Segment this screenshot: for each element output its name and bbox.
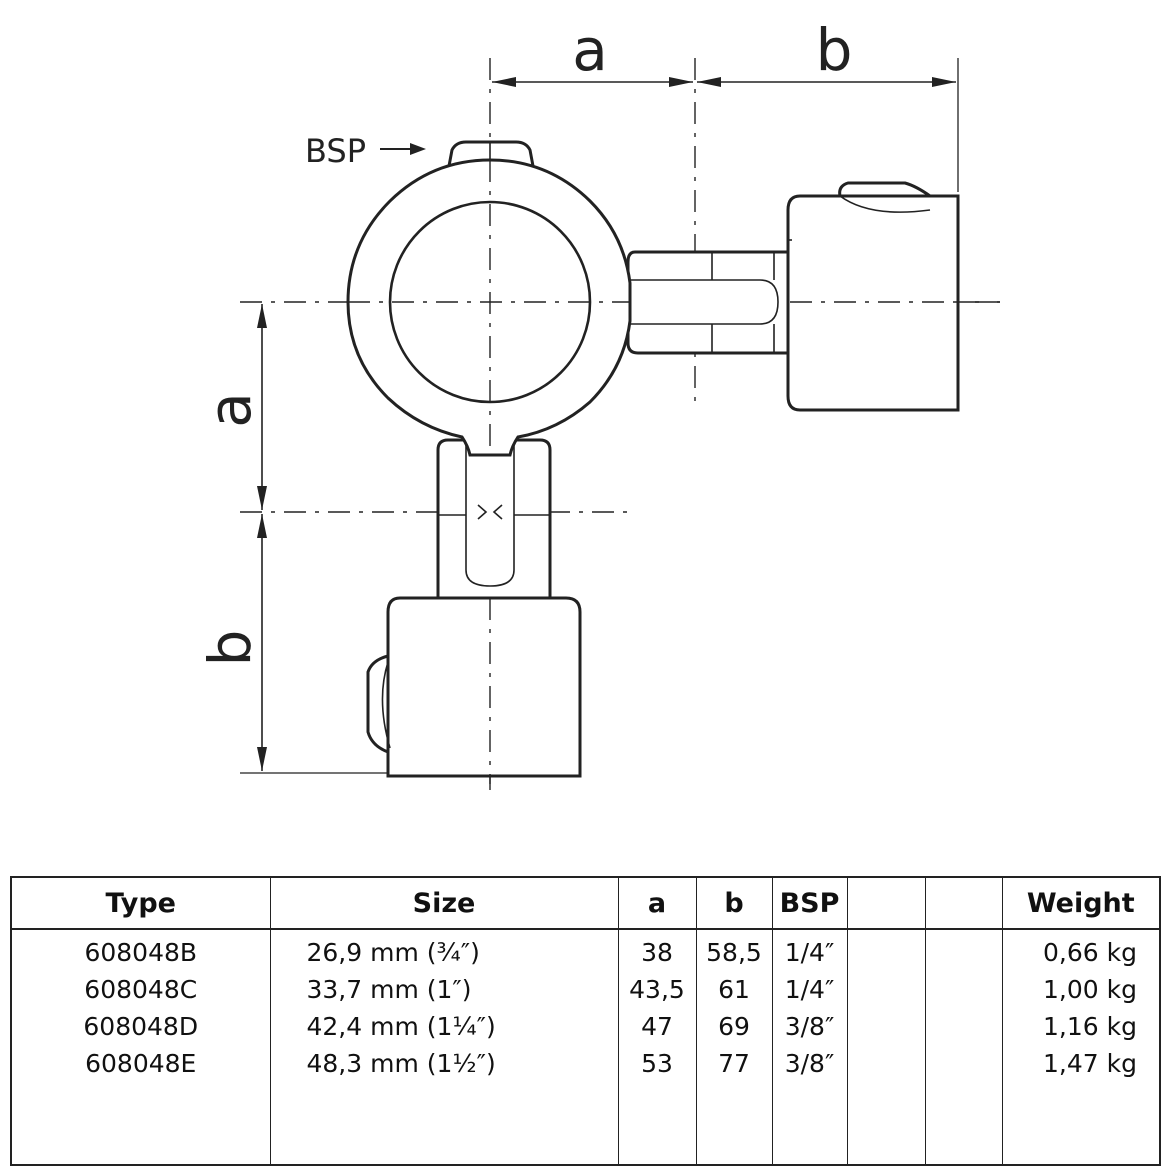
- cell-bsp: 3/8″: [771, 1045, 847, 1082]
- dimension-a-top: a: [492, 16, 693, 87]
- dimension-b-side: b: [196, 514, 267, 771]
- bsp-label: BSP: [305, 132, 366, 170]
- dimension-b-top: b: [697, 16, 956, 87]
- header-extra-1: [846, 877, 925, 930]
- header-extra-2: [924, 877, 1002, 930]
- cell-a: 53: [617, 1045, 696, 1082]
- cell-b: 58,5: [695, 929, 772, 971]
- cell-size: 42,4 mm (1¼″): [269, 1008, 618, 1045]
- dimension-label-b-top: b: [816, 16, 853, 84]
- header-a: a: [617, 877, 696, 930]
- header-b: b: [695, 877, 772, 930]
- cell-b: 61: [695, 971, 772, 1008]
- cell-extra-2: [924, 1008, 1002, 1045]
- cell-bsp: 1/4″: [771, 971, 847, 1008]
- cell-extra-1: [846, 1008, 925, 1045]
- cell-type: 608048D: [83, 1012, 199, 1041]
- header-weight: Weight: [1001, 877, 1160, 930]
- cell-bsp: 3/8″: [771, 1008, 847, 1045]
- dimension-a-side: a: [196, 304, 267, 510]
- table-row: 608048B 26,9 mm (¾″) 38 58,5 1/4″ 0,66 k…: [11, 929, 1160, 971]
- cell-bsp: 1/4″: [771, 929, 847, 971]
- header-size: Size: [269, 877, 618, 930]
- cell-extra-2: [924, 1045, 1002, 1082]
- cell-extra-1: [846, 1045, 925, 1082]
- table-header-row: Type Size a b BSP Weight: [11, 877, 1160, 930]
- fitting-drawing: a b a b BSP: [196, 16, 1000, 790]
- cell-extra-2: [924, 971, 1002, 1008]
- cell-weight: 1,16 kg: [1001, 1008, 1160, 1045]
- header-type: Type: [11, 877, 270, 930]
- right-socket: [786, 181, 1000, 412]
- side-tongue: [626, 250, 794, 355]
- cell-a: 47: [617, 1008, 696, 1045]
- cell-size: 26,9 mm (¾″): [269, 929, 618, 971]
- cell-size: 48,3 mm (1½″): [269, 1045, 618, 1082]
- header-bsp: BSP: [771, 877, 847, 930]
- table-row: 608048E 48,3 mm (1½″) 53 77 3/8″ 1,47 kg: [11, 1045, 1160, 1082]
- spec-table: Type Size a b BSP Weight 608048B 26,9 mm…: [10, 876, 1161, 1166]
- cell-extra-2: [924, 929, 1002, 971]
- bottom-socket: [366, 596, 582, 790]
- cell-type: 608048B: [84, 938, 198, 967]
- cell-b: 77: [695, 1045, 772, 1082]
- cell-b: 69: [695, 1008, 772, 1045]
- cell-weight: 0,66 kg: [1001, 929, 1160, 971]
- cell-extra-1: [846, 929, 925, 971]
- cell-extra-1: [846, 971, 925, 1008]
- cell-weight: 1,00 kg: [1001, 971, 1160, 1008]
- cell-size: 33,7 mm (1″): [269, 971, 618, 1008]
- lower-tongue: [436, 438, 552, 602]
- cell-a: 43,5: [617, 971, 696, 1008]
- table-filler-row: [11, 1082, 1160, 1165]
- bsp-callout: BSP: [305, 132, 426, 170]
- cell-weight: 1,47 kg: [1001, 1045, 1160, 1082]
- cell-type: 608048C: [84, 975, 198, 1004]
- dimension-label-a-side: a: [196, 392, 264, 428]
- cell-type: 608048E: [85, 1049, 197, 1078]
- dimension-label-b-side: b: [196, 630, 264, 667]
- cell-a: 38: [617, 929, 696, 971]
- table-row: 608048C 33,7 mm (1″) 43,5 61 1/4″ 1,00 k…: [11, 971, 1160, 1008]
- dimension-label-a-top: a: [572, 16, 608, 84]
- table-row: 608048D 42,4 mm (1¼″) 47 69 3/8″ 1,16 kg: [11, 1008, 1160, 1045]
